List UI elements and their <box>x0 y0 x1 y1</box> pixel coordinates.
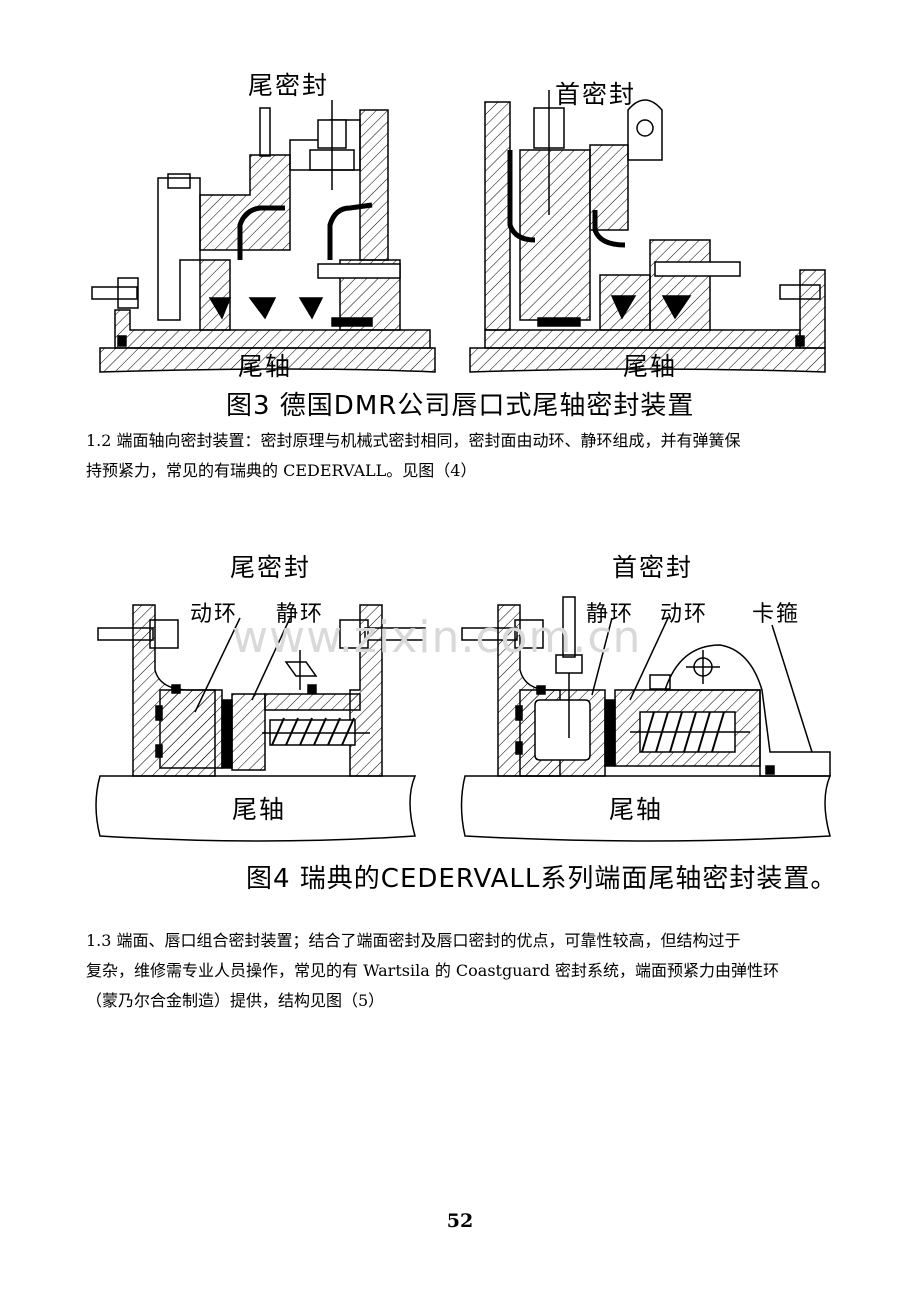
fig4-clamp-label: 卡箍 <box>752 602 801 627</box>
fig3-tail-seal <box>91 100 436 373</box>
fig4-tail-seal <box>95 604 426 842</box>
section-1-3-line2: 复杂，维修需专业人员操作，常见的有 Wartsila 的 Coastguard … <box>86 961 780 980</box>
fig4-left-static-ring-label: 静环 <box>276 602 325 627</box>
fig4-right-static-ring-label: 静环 <box>586 602 635 627</box>
watermark: www.zixin.com.cn <box>232 612 642 663</box>
fig3-fore-seal-label: 首密封 <box>555 80 637 109</box>
fig3-tail-seal-label: 尾密封 <box>248 71 330 100</box>
fig4-left-moving-ring-label: 动环 <box>190 602 239 627</box>
section-1-2-line1: 1.2 端面轴向密封装置：密封原理与机械式密封相同，密封面由动环、静环组成，并有… <box>86 431 741 450</box>
section-1-3-line1: 1.3 端面、唇口组合密封装置；结合了端面密封及唇口密封的优点，可靠性较高，但结… <box>86 931 741 950</box>
section-1-3-paragraph: 1.3 端面、唇口组合密封装置；结合了端面密封及唇口密封的优点，可靠性较高，但结… <box>86 926 836 1016</box>
fig3-fore-seal <box>469 90 826 373</box>
section-1-3-line3: （蒙乃尔合金制造）提供，结构见图（5） <box>86 991 385 1010</box>
fig4-right-moving-ring-label: 动环 <box>660 602 709 627</box>
page-number: 52 <box>446 1210 474 1232</box>
fig4-fore-seal <box>460 596 832 842</box>
fig4-fore-seal-label: 首密封 <box>612 553 694 582</box>
section-1-2-paragraph: 1.2 端面轴向密封装置：密封原理与机械式密封相同，密封面由动环、静环组成，并有… <box>86 426 836 486</box>
fig4-tail-seal-label: 尾密封 <box>230 553 312 582</box>
fig3-fore-shaft-label: 尾轴 <box>623 352 678 381</box>
fig3-caption: 图3 德国DMR公司唇口式尾轴密封装置 <box>226 391 695 421</box>
fig3-tail-shaft-label: 尾轴 <box>238 352 293 381</box>
fig4-tail-shaft-label: 尾轴 <box>232 795 287 824</box>
section-1-2-line2: 持预紧力，常见的有瑞典的 CEDERVALL。见图（4） <box>86 461 477 480</box>
fig4-caption: 图4 瑞典的CEDERVALL系列端面尾轴密封装置。 <box>246 864 838 894</box>
fig4-fore-shaft-label: 尾轴 <box>609 795 664 824</box>
